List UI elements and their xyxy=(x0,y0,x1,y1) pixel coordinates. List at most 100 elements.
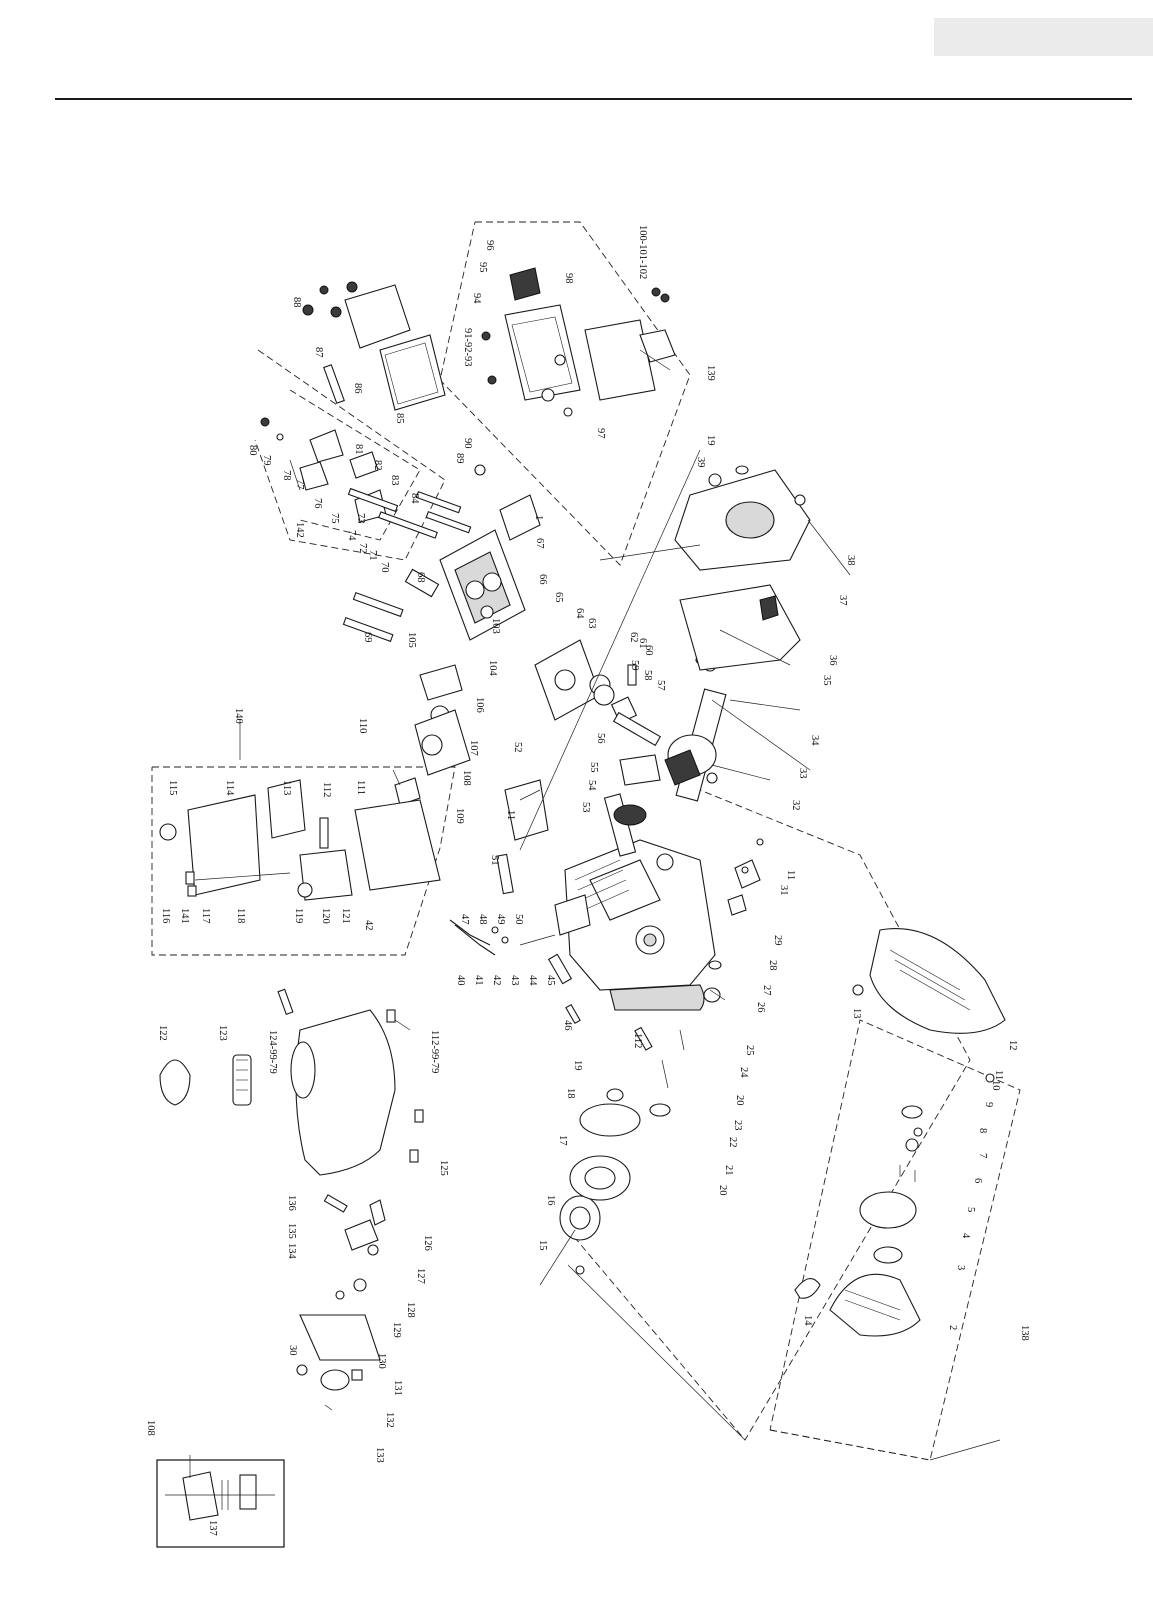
label-105: 105 xyxy=(406,632,417,648)
label-57: 57 xyxy=(655,680,666,691)
part-labels: 1 2 3 4 5 6 7 8 9 10 11 11 11 12 13 14 1… xyxy=(145,225,1030,1536)
label-96: 96 xyxy=(484,240,495,251)
label-3: 3 xyxy=(955,1265,966,1270)
label-73: 73 xyxy=(355,513,366,524)
label-97: 97 xyxy=(595,428,606,439)
crankcase-cover xyxy=(674,465,811,671)
label-138: 138 xyxy=(1019,1325,1030,1341)
label-117: 117 xyxy=(200,908,211,923)
label-8: 8 xyxy=(977,1128,988,1133)
label-141: 141 xyxy=(179,908,190,924)
label-64: 64 xyxy=(574,608,585,619)
label-38: 38 xyxy=(845,555,856,566)
label-127: 127 xyxy=(415,1268,426,1284)
label-40: 40 xyxy=(455,975,466,986)
label-67: 67 xyxy=(534,538,545,549)
label-50: 50 xyxy=(513,914,524,925)
label-109: 109 xyxy=(454,808,465,824)
label-121: 121 xyxy=(340,908,351,924)
label-126: 126 xyxy=(422,1235,433,1251)
label-125: 125 xyxy=(438,1160,449,1176)
label-24: 24 xyxy=(738,1067,749,1078)
label-43: 43 xyxy=(509,975,520,986)
label-80: 80 xyxy=(247,445,258,456)
label-110: 110 xyxy=(357,718,368,733)
label-116: 116 xyxy=(160,908,171,923)
label-30: 30 xyxy=(287,1345,298,1356)
label-78: 78 xyxy=(281,470,292,481)
label-114: 114 xyxy=(224,780,235,796)
label-87: 87 xyxy=(313,347,324,358)
label-63: 63 xyxy=(586,618,597,629)
label-75: 75 xyxy=(329,513,340,524)
control-levers xyxy=(449,779,581,1025)
label-120: 120 xyxy=(320,908,331,924)
label-81: 81 xyxy=(353,444,364,455)
label-35: 35 xyxy=(821,675,832,686)
label-51: 51 xyxy=(489,855,500,866)
label-68: 68 xyxy=(415,572,426,583)
camshaft xyxy=(603,754,674,871)
inset-box xyxy=(156,1459,285,1548)
label-47: 47 xyxy=(459,914,470,925)
label-42-b: 42 xyxy=(363,920,374,931)
rocker-arm-parts xyxy=(260,417,438,539)
label-12: 12 xyxy=(1007,1040,1018,1051)
label-37: 37 xyxy=(837,595,848,606)
label-49: 49 xyxy=(495,914,506,925)
fuel-tank xyxy=(159,988,424,1176)
label-134: 134 xyxy=(286,1243,297,1260)
label-128: 128 xyxy=(405,1302,416,1318)
label-26: 26 xyxy=(755,1002,766,1013)
label-108-a: 108 xyxy=(461,770,472,786)
label-123: 123 xyxy=(217,1025,228,1041)
label-44: 44 xyxy=(527,975,538,986)
label-29: 29 xyxy=(772,935,783,946)
label-133: 133 xyxy=(374,1447,385,1463)
label-11-b: 11 xyxy=(505,810,516,820)
crankcase xyxy=(554,839,716,1011)
air-filter-assembly-140 xyxy=(159,779,441,901)
label-142: 142 xyxy=(294,522,305,538)
label-62: 62 xyxy=(628,632,639,643)
label-11-c: 11 xyxy=(785,870,796,880)
label-90: 90 xyxy=(462,438,473,449)
air-cleaner-assembly xyxy=(302,281,446,411)
label-104: 104 xyxy=(487,660,498,677)
leader-lines xyxy=(189,349,1001,1478)
label-112-b: 112 xyxy=(632,1033,643,1048)
label-32: 32 xyxy=(790,800,801,811)
label-119: 119 xyxy=(293,908,304,923)
label-48: 48 xyxy=(477,914,488,925)
label-124-99-79: 124-99-79 xyxy=(267,1030,278,1074)
label-95: 95 xyxy=(477,262,488,273)
label-112-99-79: 112-99-79 xyxy=(429,1030,440,1073)
label-27: 27 xyxy=(761,985,772,996)
label-19-a: 19 xyxy=(572,1060,583,1071)
label-45: 45 xyxy=(545,975,556,986)
label-31: 31 xyxy=(778,885,789,896)
label-18: 18 xyxy=(565,1088,576,1099)
label-115: 115 xyxy=(167,780,178,795)
label-58: 58 xyxy=(642,670,653,681)
label-9: 9 xyxy=(983,1102,994,1107)
label-36: 36 xyxy=(827,655,838,666)
fan-shroud xyxy=(852,928,1006,1083)
label-94: 94 xyxy=(471,293,482,304)
label-108-b: 108 xyxy=(145,1420,156,1436)
label-111: 111 xyxy=(355,780,366,795)
label-16: 16 xyxy=(545,1195,556,1206)
electrical-parts xyxy=(634,838,764,1051)
label-23: 23 xyxy=(732,1120,743,1131)
label-113: 113 xyxy=(281,780,292,795)
group-outlines xyxy=(151,221,1021,1461)
label-54: 54 xyxy=(586,780,597,791)
label-82: 82 xyxy=(372,460,383,471)
label-22: 22 xyxy=(727,1137,738,1148)
label-83: 83 xyxy=(389,475,400,486)
label-66: 66 xyxy=(537,574,548,585)
label-11-a: 11 xyxy=(993,1070,1004,1080)
label-55: 55 xyxy=(588,762,599,773)
label-131: 131 xyxy=(392,1380,403,1396)
label-28: 28 xyxy=(767,960,778,971)
